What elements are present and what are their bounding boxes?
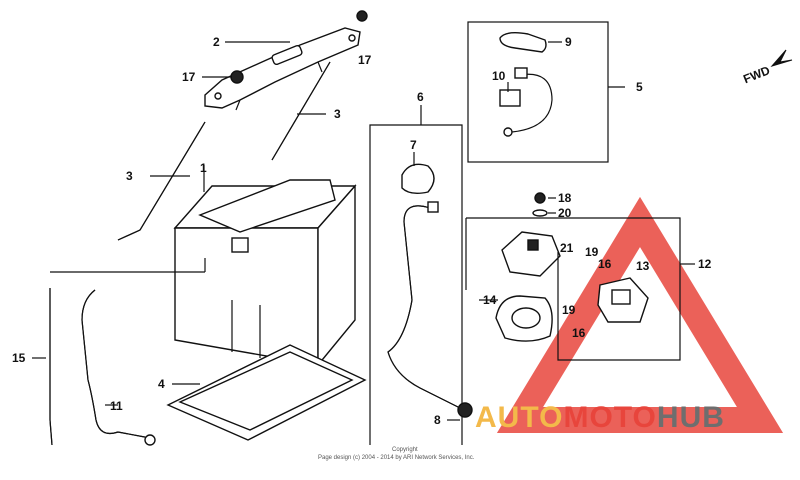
bolt-8 bbox=[457, 402, 473, 418]
copyright-line-2: Page design (c) 2004 - 2014 by ARI Netwo… bbox=[318, 455, 475, 461]
watermark-moto: MOTO bbox=[563, 401, 656, 434]
bolt-17-right bbox=[356, 10, 368, 22]
callout-3-left: 3 bbox=[126, 169, 133, 183]
callout-5: 5 bbox=[636, 80, 643, 94]
callout-11: 11 bbox=[110, 399, 123, 413]
leader-lines bbox=[32, 41, 695, 421]
callout-15: 15 bbox=[12, 351, 26, 365]
ground-cable-15 bbox=[49, 288, 53, 446]
washer-20 bbox=[532, 209, 548, 217]
group-5-box bbox=[467, 21, 609, 163]
positive-cable bbox=[387, 201, 461, 409]
relay-cable-10 bbox=[499, 67, 553, 137]
callout-8: 8 bbox=[434, 413, 441, 427]
watermark-auto: AUTO bbox=[475, 401, 563, 434]
callout-4: 4 bbox=[158, 377, 165, 391]
group-13-box bbox=[557, 252, 681, 361]
callout-3-right: 3 bbox=[334, 107, 341, 121]
starter-relay bbox=[501, 231, 561, 277]
harness-11 bbox=[81, 289, 156, 446]
callout-19-top: 19 bbox=[585, 245, 599, 259]
callout-1: 1 bbox=[200, 161, 207, 175]
forward-direction-indicator: FWD bbox=[741, 49, 793, 86]
callout-18: 18 bbox=[558, 191, 572, 205]
strap-rod-left bbox=[117, 121, 206, 241]
group-12-box bbox=[465, 217, 681, 290]
nut-18 bbox=[534, 192, 546, 204]
callout-14: 14 bbox=[483, 293, 497, 307]
callout-2: 2 bbox=[213, 35, 220, 49]
callout-19-bottom: 19 bbox=[562, 303, 576, 317]
callout-10: 10 bbox=[492, 69, 506, 83]
callout-12: 12 bbox=[698, 257, 712, 271]
forward-arrow-icon bbox=[770, 49, 793, 67]
callout-17-right: 17 bbox=[358, 53, 372, 67]
callout-13: 13 bbox=[636, 259, 650, 273]
cover-9 bbox=[499, 31, 547, 53]
callout-6: 6 bbox=[417, 90, 424, 104]
fwd-label: FWD bbox=[741, 63, 772, 86]
watermark-triangle bbox=[496, 196, 784, 433]
callout-16-top: 16 bbox=[598, 257, 612, 271]
battery-tray bbox=[166, 344, 367, 441]
callout-20: 20 bbox=[558, 206, 572, 220]
callout-7: 7 bbox=[410, 138, 417, 152]
watermark-hub: HUB bbox=[657, 401, 725, 434]
strap-rod-right bbox=[271, 61, 331, 161]
callout-9: 9 bbox=[565, 35, 572, 49]
svg-text:AUTOMOTOHUB: AUTOMOTOHUB bbox=[475, 401, 725, 434]
battery bbox=[173, 179, 357, 367]
callout-17-left: 17 bbox=[182, 70, 196, 84]
group-6-bracket bbox=[369, 124, 463, 445]
bolt-17-left bbox=[230, 70, 244, 84]
fuse-holder-13 bbox=[597, 277, 649, 323]
terminal-cap bbox=[401, 163, 435, 195]
battery-holder-plate bbox=[204, 27, 361, 111]
watermark-logo: AUTOMOTOHUB bbox=[475, 401, 725, 434]
relay-cover-14 bbox=[495, 295, 553, 342]
callout-16-bottom: 16 bbox=[572, 326, 586, 340]
copyright-line-1: Copyright bbox=[392, 447, 418, 453]
callout-21: 21 bbox=[560, 241, 574, 255]
